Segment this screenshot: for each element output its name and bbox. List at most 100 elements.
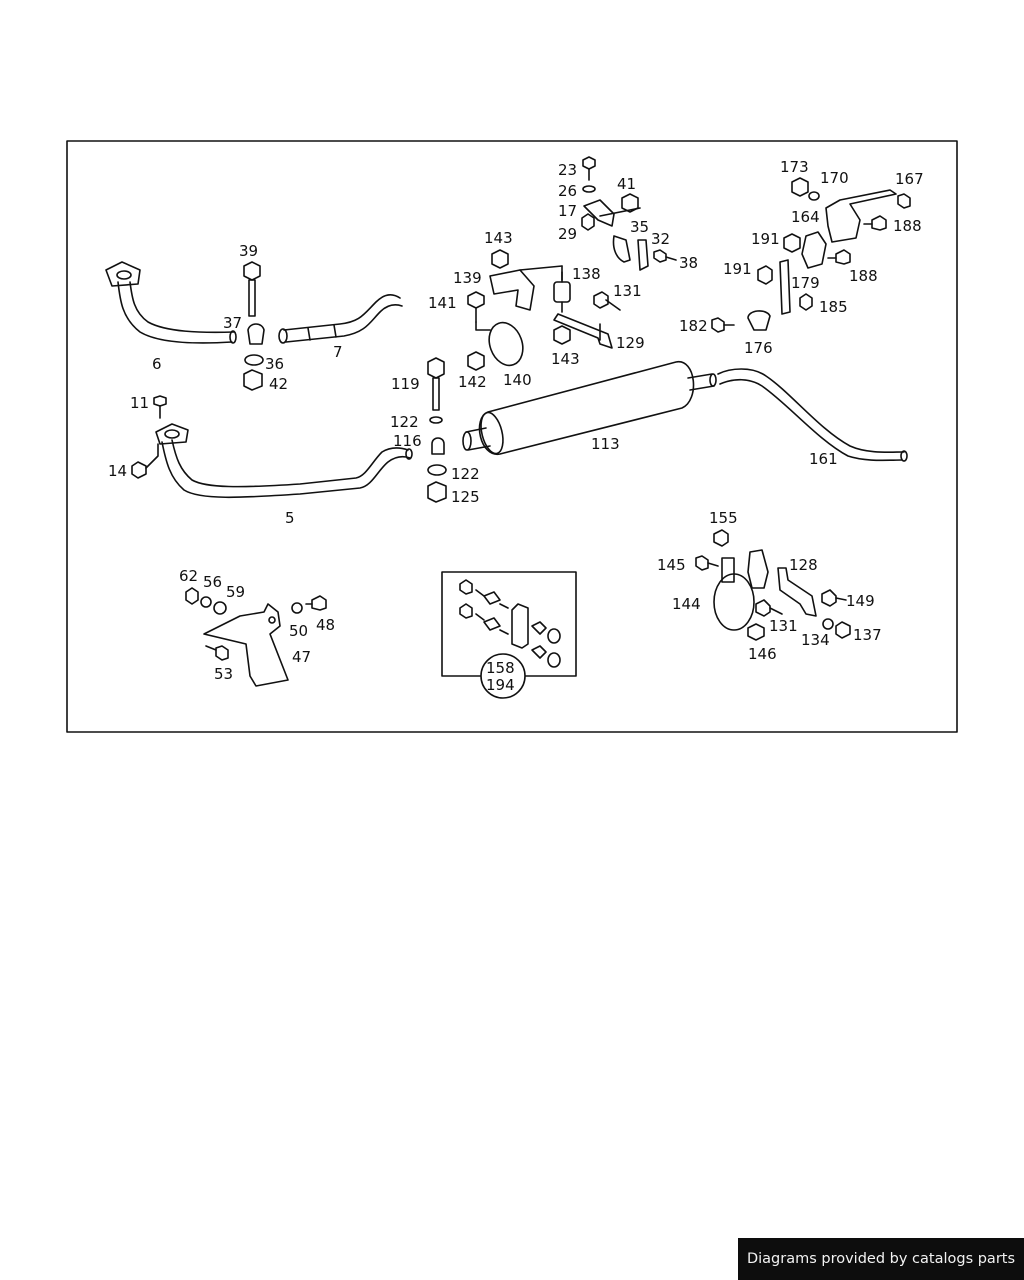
inset-kit-158-194[interactable]: [441, 571, 577, 699]
part-6-front-pipe[interactable]: [105, 261, 237, 344]
callout-131-upper: 131: [613, 282, 642, 300]
part-11-bolt[interactable]: [153, 395, 167, 419]
part-122-washer-upper[interactable]: [429, 416, 443, 424]
callout-191-lower: 191: [723, 260, 752, 278]
part-143-nut-upper[interactable]: [491, 249, 509, 269]
part-146-nut[interactable]: [747, 623, 765, 641]
part-170-washer[interactable]: [808, 191, 820, 201]
part-48-bolt[interactable]: [305, 595, 327, 611]
callout-139: 139: [453, 269, 482, 287]
part-176-clamp[interactable]: [747, 310, 771, 331]
callout-179: 179: [791, 274, 820, 292]
part-37-clamp[interactable]: [247, 323, 265, 345]
part-164-bracket[interactable]: [825, 189, 897, 243]
part-122-washer-lower[interactable]: [427, 464, 447, 476]
callout-182: 182: [679, 317, 708, 335]
part-191-nut-upper[interactable]: [783, 233, 801, 253]
part-113-muffler[interactable]: [462, 361, 717, 456]
part-53-bolt[interactable]: [205, 645, 229, 661]
part-39-bolt[interactable]: [243, 261, 261, 317]
callout-164: 164: [791, 208, 820, 226]
part-23-bolt[interactable]: [582, 156, 596, 181]
callout-47: 47: [292, 648, 311, 666]
callout-176: 176: [744, 339, 773, 357]
callout-36: 36: [265, 355, 284, 373]
callout-137: 137: [853, 626, 882, 644]
part-59-washer[interactable]: [213, 601, 227, 615]
part-182-bolt[interactable]: [711, 317, 735, 333]
callout-155: 155: [709, 509, 738, 527]
callout-35: 35: [630, 218, 649, 236]
part-125-nut[interactable]: [427, 481, 447, 503]
part-173-nut[interactable]: [791, 177, 809, 197]
part-142-nut[interactable]: [467, 351, 485, 371]
part-140-clamp[interactable]: [483, 318, 528, 370]
part-7-intermediate-pipe[interactable]: [278, 293, 403, 344]
callout-185: 185: [819, 298, 848, 316]
part-134-washer[interactable]: [822, 618, 834, 630]
callout-29: 29: [558, 225, 577, 243]
callout-143-upper: 143: [484, 229, 513, 247]
part-26-washer[interactable]: [582, 185, 596, 193]
part-62-nut[interactable]: [185, 587, 199, 605]
callout-138: 138: [572, 265, 601, 283]
part-17-bracket[interactable]: [583, 199, 641, 227]
callout-142: 142: [458, 373, 487, 391]
part-116-clamp[interactable]: [431, 437, 445, 455]
callout-173: 173: [780, 158, 809, 176]
part-5-front-pipe[interactable]: [155, 423, 413, 499]
callout-50: 50: [289, 622, 308, 640]
part-32-bolt[interactable]: [653, 249, 677, 263]
part-144-clamp[interactable]: [713, 557, 755, 631]
part-29-nut[interactable]: [581, 213, 595, 231]
part-119-bolt[interactable]: [427, 357, 445, 411]
part-137-nut[interactable]: [835, 621, 851, 639]
part-138-rubber-mount[interactable]: [553, 271, 571, 313]
callout-149: 149: [846, 592, 875, 610]
part-128-hanger[interactable]: [747, 549, 769, 589]
credit-text: Diagrams provided by catalogs parts: [746, 1251, 1016, 1267]
callout-161: 161: [809, 450, 838, 468]
part-131-bolt-upper[interactable]: [593, 291, 621, 311]
part-185-nut[interactable]: [799, 293, 813, 311]
part-47-bracket[interactable]: [203, 603, 289, 687]
callout-194: 194: [486, 676, 515, 694]
part-141-bolt[interactable]: [467, 291, 491, 331]
part-191-nut-lower[interactable]: [757, 265, 773, 285]
part-129-bracket[interactable]: [553, 313, 613, 349]
part-131-bolt-lower[interactable]: [755, 599, 783, 617]
part-128-bracket[interactable]: [777, 567, 817, 617]
credit-banner: Diagrams provided by catalogs parts: [738, 1238, 1024, 1280]
callout-5: 5: [285, 509, 295, 527]
part-56-washer[interactable]: [200, 596, 212, 608]
part-14-nut[interactable]: [131, 443, 159, 479]
part-179-hanger[interactable]: [779, 231, 827, 315]
part-36-washer[interactable]: [244, 354, 264, 366]
part-145-bolt[interactable]: [695, 555, 719, 571]
part-35-bracket[interactable]: [612, 235, 649, 271]
part-167-bolt[interactable]: [897, 193, 911, 209]
part-149-bolt[interactable]: [821, 589, 847, 607]
callout-191-upper: 191: [751, 230, 780, 248]
callout-116: 116: [393, 432, 422, 450]
part-42-nut[interactable]: [243, 369, 263, 391]
part-188-bolt-upper[interactable]: [863, 215, 887, 231]
part-139-bracket[interactable]: [489, 265, 563, 311]
callout-11: 11: [130, 394, 149, 412]
callout-131-lower: 131: [769, 617, 798, 635]
part-41-nut[interactable]: [621, 193, 639, 213]
callout-113: 113: [591, 435, 620, 453]
part-155-nut[interactable]: [713, 529, 729, 547]
callout-158: 158: [486, 659, 515, 677]
callout-129: 129: [616, 334, 645, 352]
part-188-bolt-lower[interactable]: [827, 249, 851, 265]
callout-37: 37: [223, 314, 242, 332]
part-143-nut-lower[interactable]: [553, 325, 571, 345]
part-50-washer[interactable]: [291, 602, 303, 614]
callout-62: 62: [179, 567, 198, 585]
callout-labels: 5 6 7 11 14 17 23 26 29 32 35 36 37 38 3…: [108, 158, 924, 694]
part-161-tail-pipe[interactable]: [717, 368, 908, 462]
callout-141: 141: [428, 294, 457, 312]
